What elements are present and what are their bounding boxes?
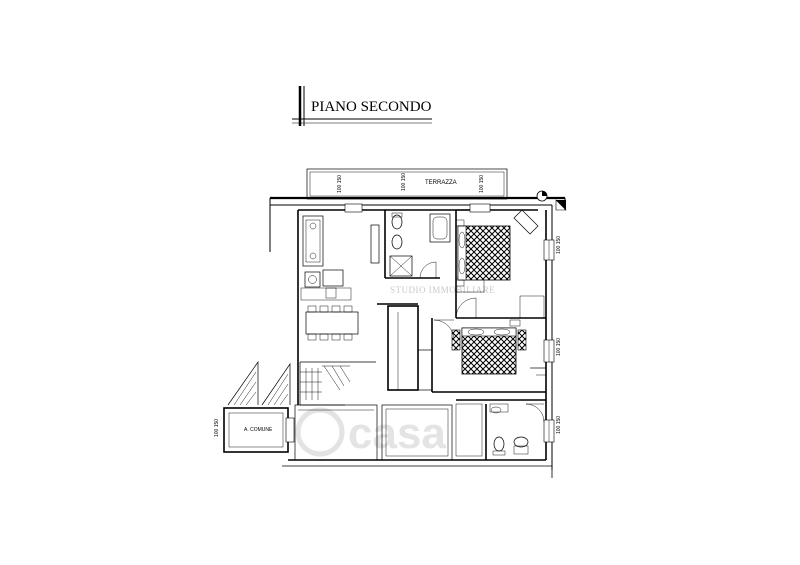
exterior-walls: 100 150 100 150 100 150 — [269, 190, 567, 478]
staircase — [299, 361, 376, 406]
window-tag-3: 100 150 — [479, 175, 485, 193]
common-area-label: A. COMUNE — [244, 427, 273, 433]
bedroom-middle — [431, 318, 546, 393]
bedroom-top — [455, 209, 546, 319]
bathroom-secondary — [455, 399, 546, 460]
window-tag-4: 100 150 — [556, 236, 562, 254]
storage-row — [294, 404, 453, 461]
watermark: casa STUDIO IMMOBILIARE — [295, 285, 495, 458]
living-room — [300, 215, 380, 341]
watermark-brand: casa — [348, 409, 446, 458]
plan-title: PIANO SECONDO — [311, 99, 432, 115]
bathroom-main — [384, 210, 485, 318]
window-tag-5: 100 150 — [556, 338, 562, 356]
window-tag-6: 100 150 — [556, 416, 562, 434]
window-tag-1: 100 150 — [337, 175, 343, 193]
title-block: PIANO SECONDO — [292, 86, 432, 126]
terrace-label: TERRAZZA — [425, 180, 457, 186]
corridor — [377, 303, 433, 391]
terrace: TERRAZZA 100 150 100 150 100 150 — [306, 168, 508, 200]
window-tag-2: 100 150 — [401, 173, 407, 191]
window-tag-7: 100 150 — [214, 419, 220, 437]
watermark-studio: STUDIO IMMOBILIARE — [390, 285, 495, 295]
common-area: A. COMUNE 100 150 — [214, 360, 295, 453]
